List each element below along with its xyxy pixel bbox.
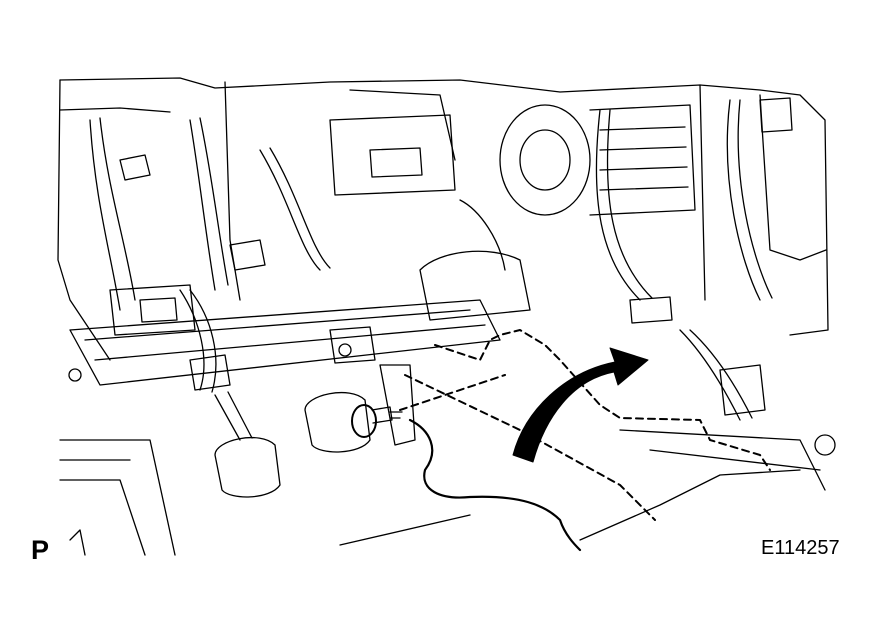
left-wires <box>89 117 331 393</box>
right-wires <box>595 97 793 421</box>
lower-panel <box>59 429 836 556</box>
pedal-assembly <box>214 364 416 498</box>
clip-icon <box>351 404 403 438</box>
left-bracket <box>68 284 501 386</box>
wire-harness <box>408 418 582 552</box>
dashed-outline <box>399 329 771 521</box>
figure-id: E114257 <box>761 537 840 559</box>
dashboard-frame <box>57 77 829 361</box>
curved-arrow-icon <box>512 347 649 463</box>
steering-column <box>329 104 696 321</box>
view-letter: P <box>31 535 50 565</box>
